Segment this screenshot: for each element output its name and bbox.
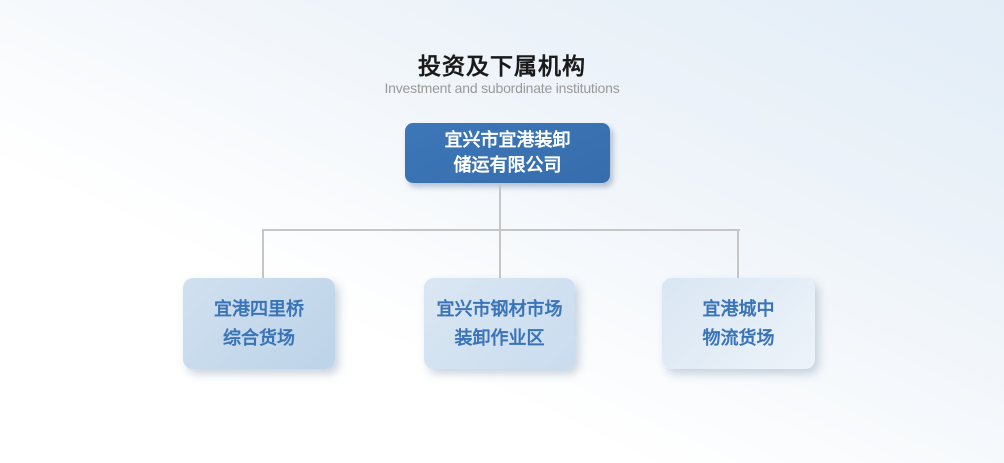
connector-drop-child-3 [737,229,739,279]
org-node-child-2-name-line1: 宜兴市钢材市场 [436,298,563,319]
section-subtitle: Investment and subordinate institutions [384,80,620,96]
connector-drop-child-2 [499,229,501,279]
org-node-child-1-name-line1: 宜港四里桥 [214,298,304,319]
connector-root-stem [499,183,501,230]
org-node-child-2-name-line2: 装卸作业区 [454,327,545,348]
org-node-root: 宜兴市宜港装卸 储运有限公司 [405,123,610,183]
org-node-child-3-name-line1: 宜港城中 [702,298,775,319]
connector-rail [262,229,740,231]
org-node-child-2: 宜兴市钢材市场 装卸作业区 [424,278,575,369]
section-title: 投资及下属机构 [418,53,586,79]
org-node-child-3: 宜港城中 物流货场 [662,278,815,369]
org-node-root-name-line1: 宜兴市宜港装卸 [444,130,571,150]
org-node-root-name-line2: 储运有限公司 [453,155,562,175]
org-node-child-1-name-line2: 综合货场 [223,327,295,348]
org-node-child-1: 宜港四里桥 综合货场 [183,278,335,369]
org-node-child-3-name-line2: 物流货场 [702,327,775,348]
connector-drop-child-1 [262,229,264,279]
